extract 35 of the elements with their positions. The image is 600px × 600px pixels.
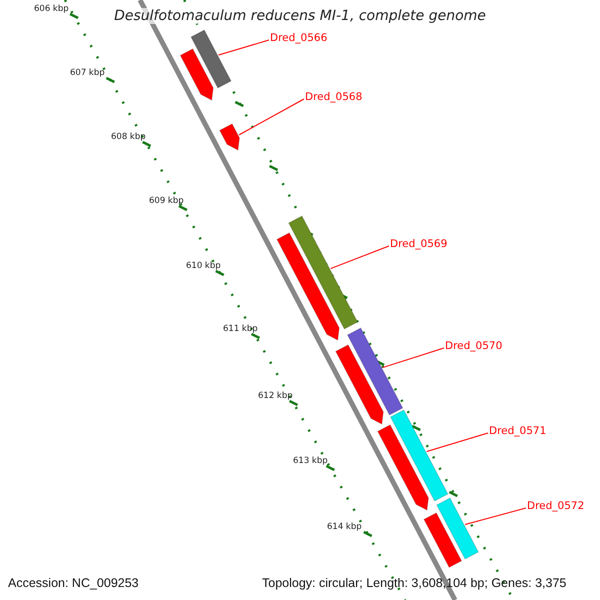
leader-line [426,432,488,452]
position-label: 608 kbp [111,132,146,142]
gene-label: Dred_0566 [270,32,328,44]
position-label: 609 kbp [149,196,184,206]
gene-segment [335,344,384,425]
gene-bar [346,327,404,416]
leader-line [218,40,270,56]
gene-segment [377,424,429,511]
leader-line [238,98,304,136]
gene-label: Dred_0571 [489,425,546,437]
position-label: 613 kbp [293,456,328,466]
gene-label: Dred_0568 [305,91,362,103]
leader-line [382,348,444,368]
gene-label: Dred_0570 [445,340,502,352]
gene-segment [276,232,340,341]
leader-line [330,246,390,270]
position-label: 606 kbp [34,4,69,14]
gene-segment [180,48,214,101]
gene-bar [436,497,480,560]
footer-text: Accession: NC_009253 [8,575,139,591]
gene-label: Dred_0569 [390,238,448,250]
gene-bar [390,409,449,502]
leader-line [464,508,526,526]
position-label: 614 kbp [327,522,362,532]
gene-bar [190,29,232,89]
gene-label: Dred_0572 [527,500,584,512]
footer-text: Topology: circular; Length: 3,608,104 bp; Genes: 3,375 [262,575,566,591]
position-label: 610 kbp [186,261,221,271]
gene-bar [288,215,358,330]
gene-segment [423,512,462,568]
position-label: 612 kbp [258,391,293,401]
position-label: 611 kbp [223,324,258,334]
position-label: 607 kbp [70,68,105,78]
gene-segment [219,123,240,151]
title: Desulfotomaculum reducens MI-1, complete genome [114,8,486,24]
